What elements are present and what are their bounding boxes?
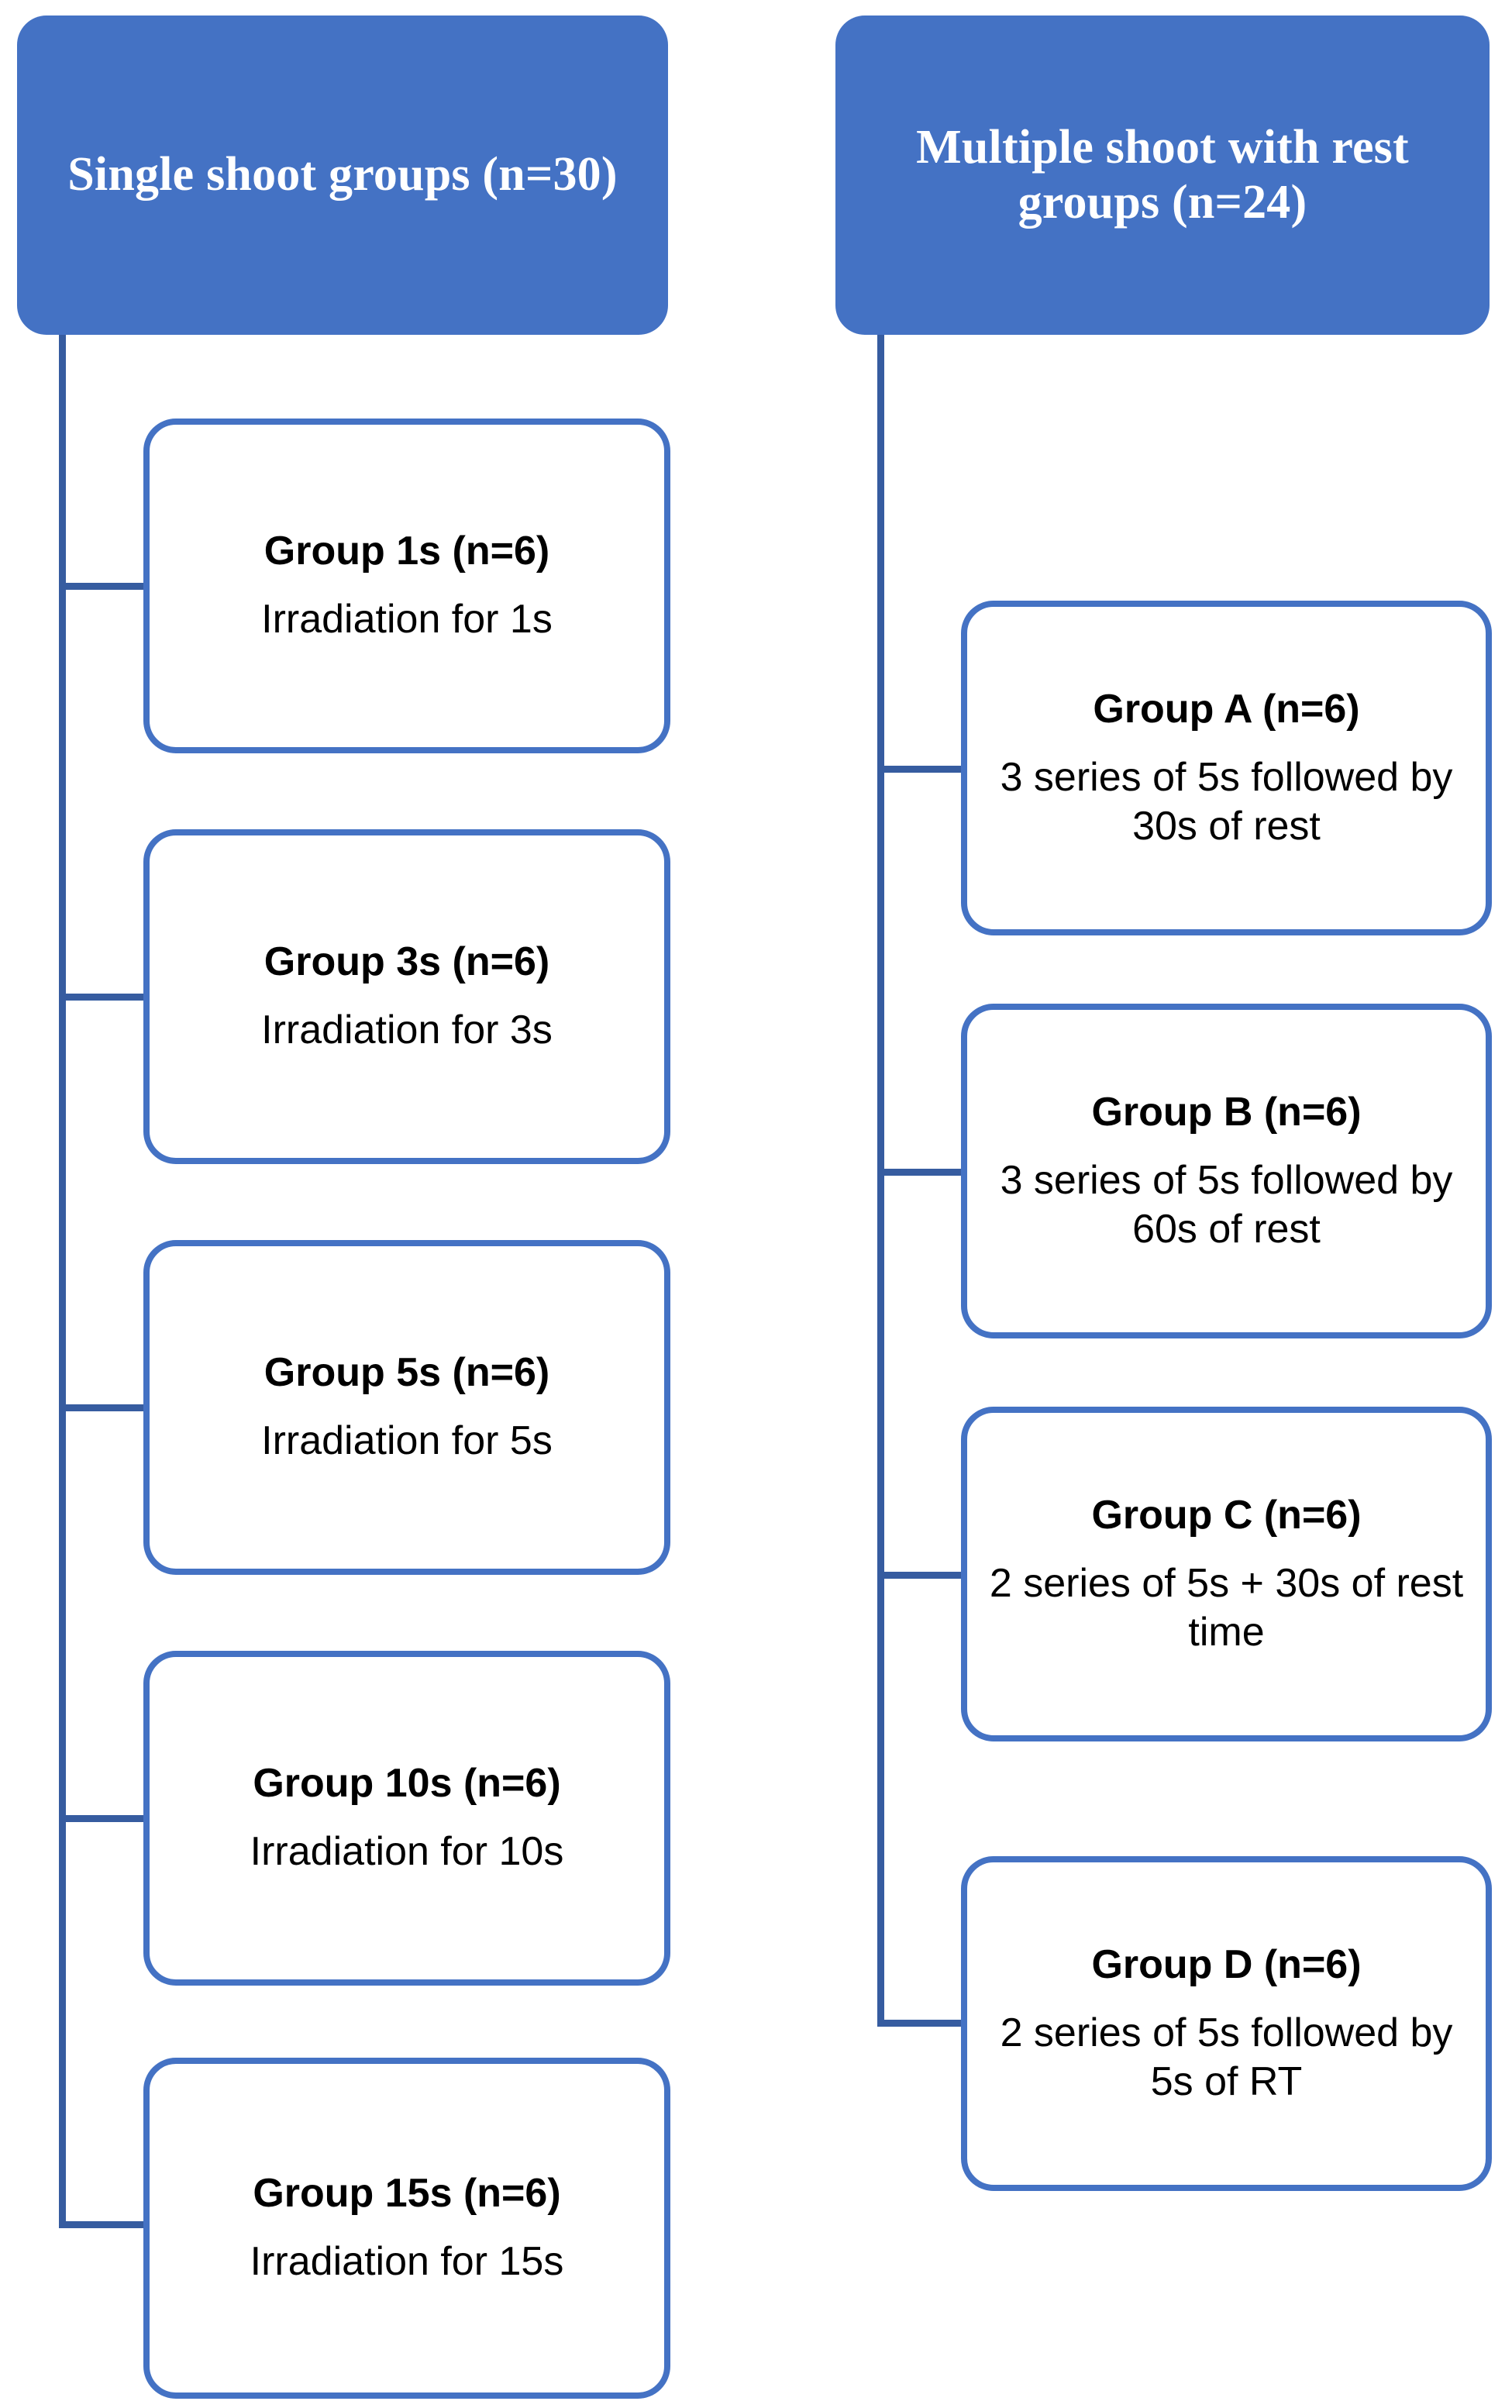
node-desc-group-15s: Irradiation for 15s [250, 2239, 564, 2285]
connector-stub-left-3 [59, 1404, 146, 1411]
node-desc-group-3s: Irradiation for 3s [261, 1008, 553, 1053]
node-title-group-d: Group D (n=6) [1091, 1941, 1362, 1987]
node-title-group-b: Group B (n=6) [1091, 1089, 1362, 1135]
node-desc-group-a: 3 series of 5s followed by 30s of rest [1000, 755, 1453, 849]
node-group-10s: Group 10s (n=6) Irradiation for 10s [143, 1651, 670, 1986]
node-desc-group-d: 2 series of 5s followed by 5s of RT [1000, 2010, 1453, 2104]
node-title-group-10s: Group 10s (n=6) [253, 1761, 561, 1807]
node-group-b: Group B (n=6) 3 series of 5s followed by… [961, 1004, 1492, 1338]
node-group-1s: Group 1s (n=6) Irradiation for 1s [143, 419, 670, 753]
node-title-group-1s: Group 1s (n=6) [263, 529, 550, 574]
node-group-d: Group D (n=6) 2 series of 5s followed by… [961, 1856, 1492, 2191]
node-group-c: Group C (n=6) 2 series of 5s + 30s of re… [961, 1407, 1492, 1741]
header-label-single-shoot: Single shoot groups (n=30) [67, 148, 618, 202]
connector-stub-right-c [877, 1572, 964, 1579]
connector-stub-left-5 [59, 2221, 146, 2228]
node-title-group-15s: Group 15s (n=6) [253, 2171, 561, 2217]
header-box-single-shoot: Single shoot groups (n=30) [17, 16, 668, 335]
connector-trunk-right [877, 335, 884, 2024]
node-group-15s: Group 15s (n=6) Irradiation for 15s [143, 2058, 670, 2399]
node-title-group-a: Group A (n=6) [1093, 686, 1360, 732]
node-group-5s: Group 5s (n=6) Irradiation for 5s [143, 1240, 670, 1575]
header-label-multiple-shoot-rest: Multiple shoot with rest groups (n=24) [916, 120, 1409, 229]
node-desc-group-5s: Irradiation for 5s [261, 1418, 553, 1464]
node-desc-group-c: 2 series of 5s + 30s of rest time [989, 1561, 1464, 1655]
node-title-group-c: Group C (n=6) [1091, 1492, 1362, 1538]
node-group-a: Group A (n=6) 3 series of 5s followed by… [961, 601, 1492, 935]
connector-stub-right-b [877, 1169, 964, 1176]
connector-stub-left-4 [59, 1815, 146, 1822]
node-desc-group-10s: Irradiation for 10s [250, 1829, 564, 1875]
node-title-group-3s: Group 3s (n=6) [263, 939, 550, 985]
node-desc-group-b: 3 series of 5s followed by 60s of rest [1000, 1158, 1453, 1252]
connector-stub-left-2 [59, 994, 146, 1001]
connector-stub-right-d [877, 2020, 964, 2027]
connector-stub-left-1 [59, 583, 146, 590]
node-desc-group-1s: Irradiation for 1s [261, 597, 553, 642]
node-group-3s: Group 3s (n=6) Irradiation for 3s [143, 829, 670, 1164]
connector-trunk-left [59, 335, 66, 2226]
node-title-group-5s: Group 5s (n=6) [263, 1350, 550, 1396]
connector-stub-right-a [877, 766, 964, 773]
header-box-multiple-shoot-rest: Multiple shoot with rest groups (n=24) [835, 16, 1490, 335]
